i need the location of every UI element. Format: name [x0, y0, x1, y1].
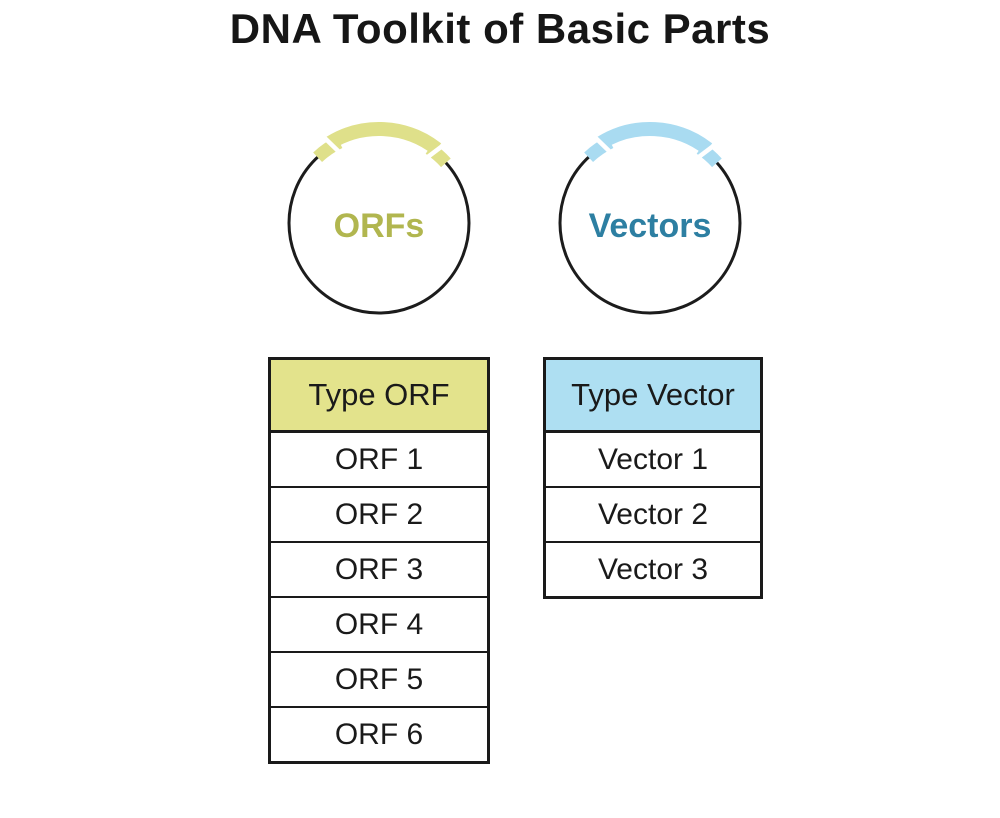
table-row: ORF 1 — [271, 433, 487, 486]
orf-table-header: Type ORF — [271, 360, 487, 433]
page-title: DNA Toolkit of Basic Parts — [229, 5, 771, 52]
gene-arc-right-tail — [696, 143, 722, 168]
plasmid-label: Vectors — [589, 207, 712, 245]
gene-arc-right-tail — [425, 143, 451, 168]
plasmid-circle-graphic: ORFs — [287, 122, 471, 315]
gene-arc-main — [325, 122, 442, 155]
gene-arc-notch-right — [695, 141, 719, 161]
vector-table-header: Type Vector — [546, 360, 760, 433]
plasmid-label: ORFs — [334, 207, 425, 245]
gene-arc-notch-left — [320, 134, 342, 155]
gene-arc-main — [596, 122, 713, 155]
table-row: ORF 6 — [271, 706, 487, 761]
table-row: Vector 1 — [546, 433, 760, 486]
table-row: ORF 4 — [271, 596, 487, 651]
vectors-plasmid-diagram: Vectors — [540, 111, 760, 323]
gene-arc-notch-left — [591, 134, 613, 155]
plasmid-circle-graphic: Vectors — [558, 122, 742, 315]
table-row: Vector 3 — [546, 541, 760, 596]
gene-arc-notch-right — [424, 141, 448, 161]
table-row: Vector 2 — [546, 486, 760, 541]
table-row: ORF 2 — [271, 486, 487, 541]
table-row: ORF 5 — [271, 651, 487, 706]
orfs-plasmid-diagram: ORFs — [269, 111, 489, 323]
table-row: ORF 3 — [271, 541, 487, 596]
